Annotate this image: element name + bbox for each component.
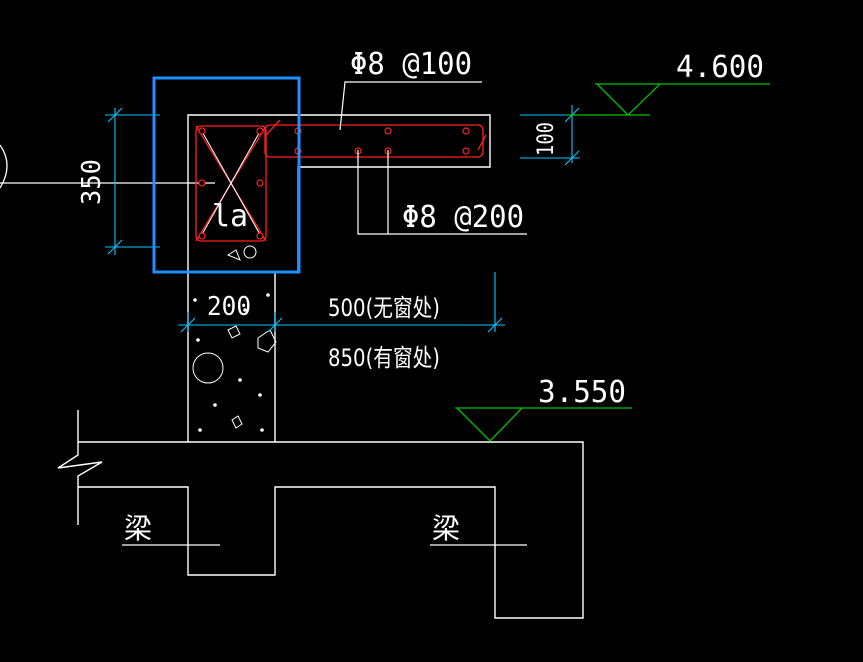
rebar-dot: [384, 127, 392, 135]
dimension-850-label: 850(有窗处): [328, 344, 440, 372]
break-line: [57, 410, 103, 525]
rebar-dot: [256, 232, 264, 240]
beam-label-right: 梁: [432, 512, 460, 545]
rebar-bottom-label: Φ8 @200: [402, 200, 524, 235]
leader-rebar-bottom: [357, 150, 527, 235]
rebar-dot: [198, 127, 206, 135]
rebar-dot: [256, 179, 264, 187]
level-mark-lower: [455, 407, 632, 442]
dimension-horizontal: [178, 272, 505, 333]
concrete-hatch: [192, 245, 277, 432]
dimension-350: [105, 107, 160, 255]
partial-arc: [0, 144, 8, 189]
dimension-350-label: 350: [77, 159, 107, 205]
level-upper-label: 4.600: [676, 50, 764, 85]
beam-label-left: 梁: [124, 512, 152, 545]
selection-box[interactable]: [152, 76, 301, 274]
slab-beam-outline: [78, 441, 584, 619]
dimension-200-label: 200: [207, 292, 251, 322]
rebar-dot: [462, 147, 470, 155]
dimension-500-label: 500(无窗处): [328, 294, 440, 322]
rebar-top-label: Φ8 @100: [350, 47, 472, 82]
anchor-cross-b: [199, 127, 263, 239]
leader-rebar-top: [339, 81, 482, 131]
anchor-label: la: [212, 199, 248, 234]
level-mark-upper: [565, 83, 770, 116]
rebar-dot: [198, 232, 206, 240]
rebar-dot: [256, 127, 264, 135]
dimension-100-label: 100: [534, 122, 559, 156]
rebar-dot: [462, 127, 470, 135]
rebar-dot: [198, 179, 206, 187]
level-lower-label: 3.550: [538, 375, 626, 410]
